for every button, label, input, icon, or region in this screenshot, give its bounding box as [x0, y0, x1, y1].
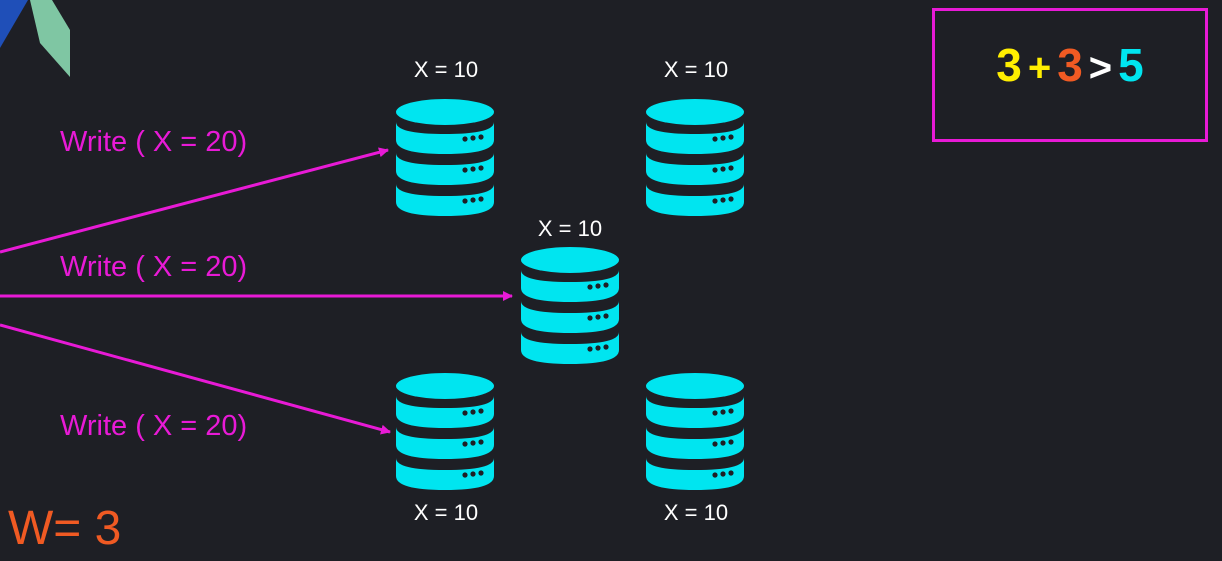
formula-term-read: 3 — [1057, 39, 1083, 91]
database-node-bottom-left — [395, 372, 495, 499]
formula-greater-than: > — [1088, 46, 1113, 90]
formula-term-write: 3 — [996, 39, 1022, 91]
database-icon — [396, 99, 494, 216]
node-label-center: X = 10 — [537, 216, 603, 241]
formula-term-nodes: 5 — [1118, 39, 1144, 91]
formula-plus: + — [1027, 46, 1052, 90]
database-icon — [646, 373, 744, 490]
database-icon — [521, 247, 619, 364]
write-quorum-label: W= 3 — [8, 502, 122, 555]
logo-ribbon-icon — [0, 0, 70, 77]
write-arrow-top — [0, 147, 389, 254]
quorum-formula: 3+3>5 — [935, 37, 1205, 96]
database-node-center — [520, 246, 620, 373]
database-node-top-right — [645, 98, 745, 225]
database-node-top-left — [395, 98, 495, 225]
node-label-bottom-right: X = 10 — [663, 500, 729, 525]
write-label-center: Write ( X = 20) — [60, 251, 248, 283]
write-label-top: Write ( X = 20) — [60, 126, 248, 158]
database-icon — [396, 373, 494, 490]
node-label-bottom-left: X = 10 — [413, 500, 479, 525]
write-arrow-bottom — [0, 323, 391, 435]
node-label-top-right: X = 10 — [663, 57, 729, 82]
node-label-top-left: X = 10 — [413, 57, 479, 82]
write-label-bottom: Write ( X = 20) — [60, 410, 248, 442]
database-icon — [646, 99, 744, 216]
database-node-bottom-right — [645, 372, 745, 499]
quorum-formula-box: 3+3>5 — [932, 8, 1208, 142]
